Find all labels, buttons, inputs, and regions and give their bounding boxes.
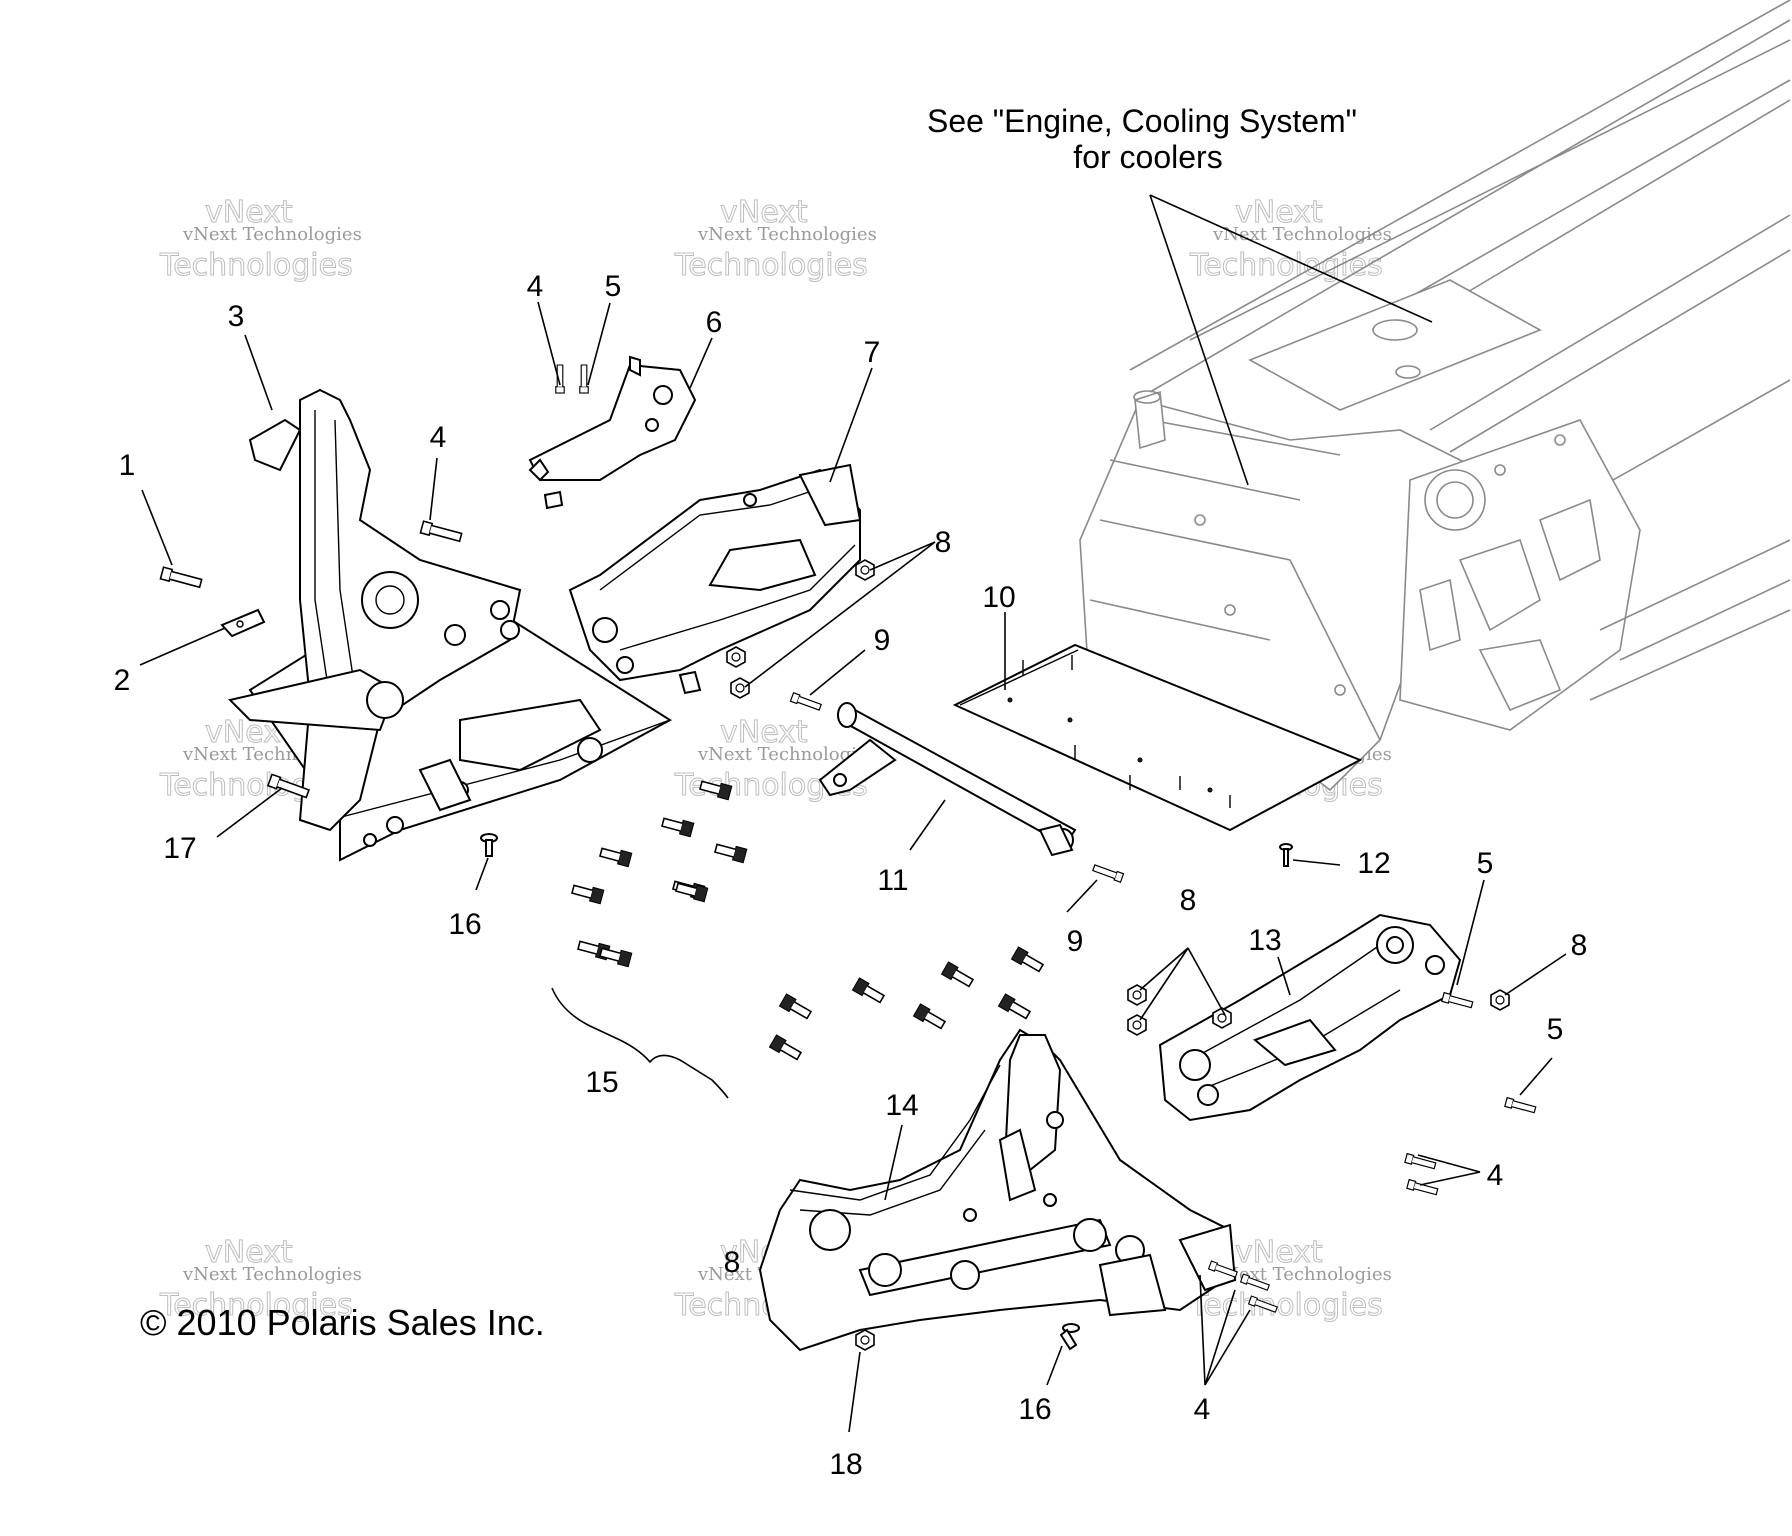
support-bracket-icon [568,463,862,682]
bolt-5b-icon [1441,992,1474,1010]
callout-14: 14 [885,1089,918,1122]
callout-15: 15 [585,1066,618,1099]
callout-5-top: 5 [605,270,622,303]
bolt-4a-icon [419,520,463,544]
svg-text:Technologies: Technologies [159,248,353,283]
callout-2: 2 [114,664,131,697]
callout-11: 11 [877,864,908,897]
callout-16-bottom: 16 [1018,1393,1051,1426]
svg-text:See "Engine, Cooling System": See "Engine, Cooling System" [927,103,1357,139]
callout-9-bottom: 9 [1067,925,1084,958]
svg-text:vNext: vNext [1235,1235,1323,1270]
svg-text:vNext Technologies: vNext Technologies [182,1264,362,1285]
rivet-16a-icon [480,833,498,857]
svg-text:Technologies: Technologies [1189,1288,1383,1323]
callout-3: 3 [228,300,245,333]
svg-text:vNext Technologies: vNext Technologies [697,224,877,245]
bolt-set-icon [570,777,1046,1063]
callout-9-top: 9 [874,624,891,657]
bolt-5a-icon [579,364,589,394]
watermark-1: vNext vNext Technologies Technologies [159,195,362,284]
callout-16-left: 16 [448,908,481,941]
callout-8-mid: 8 [1180,884,1197,917]
rivet-12-icon [1279,843,1293,867]
callout-4-left: 4 [430,421,447,454]
cooling-system-note: See "Engine, Cooling System" for coolers [927,103,1357,175]
callout-7: 7 [864,336,881,369]
nut-18-icon [855,1329,875,1351]
clip-icon [678,670,702,695]
svg-text:Technologies: Technologies [674,248,868,283]
svg-text:vNext: vNext [720,715,808,750]
callout-4-right: 4 [1487,1159,1504,1192]
callout-5-right-bottom: 5 [1547,1013,1564,1046]
mounting-plate-icon [528,355,697,510]
svg-text:vNext: vNext [205,195,293,230]
callout-13: 13 [1248,924,1281,957]
callout-8-right: 8 [1571,929,1588,962]
svg-text:Technologies: Technologies [159,1288,353,1323]
svg-text:vNext Technologies: vNext Technologies [697,744,877,765]
bolt-1-icon [159,566,203,590]
bracket-icon [220,608,266,638]
svg-text:vNext: vNext [720,195,808,230]
callout-8-bottom: 8 [724,1246,741,1279]
bolt-9a-icon [789,692,823,713]
leader-lines [139,194,1567,1433]
callout-10: 10 [982,581,1015,614]
svg-text:vNext: vNext [205,1235,293,1270]
callout-1: 1 [119,449,136,482]
callout-6: 6 [706,306,723,339]
left-chassis-frame-icon [228,388,672,862]
bolt-9b-icon [1091,862,1125,883]
svg-text:vNext Technologies: vNext Technologies [1212,224,1392,245]
nut-8e-icon [1127,1014,1147,1036]
bolt-5c-icon [1504,1097,1537,1115]
watermark-9: vNext vNext Technologies Technologies [1189,1235,1392,1324]
watermark-3: vNext vNext Technologies Technologies [1189,195,1392,284]
nut-8c-icon [730,677,750,699]
callout-12: 12 [1357,847,1390,880]
callout-18: 18 [829,1448,862,1481]
bolt-4b-icon [555,364,565,394]
nut-8b-icon [726,646,746,668]
svg-text:vNext: vNext [1235,195,1323,230]
watermark-2: vNext vNext Technologies Technologies [674,195,877,284]
svg-text:for coolers: for coolers [1073,139,1222,175]
copyright-text: © 2010 Polaris Sales Inc. [140,1302,545,1343]
svg-text:Technologies: Technologies [1189,248,1383,283]
nut-8g-icon [1490,989,1510,1011]
cross-tube-icon [818,702,1077,857]
callout-4-top: 4 [527,270,544,303]
callout-5-right-top: 5 [1477,847,1494,880]
cover-plate-icon [952,643,1363,832]
right-bracket-icon [1158,913,1462,1122]
callout-8-top: 8 [935,526,952,559]
callout-17: 17 [163,832,196,865]
callout-labels: 1 2 3 4 4 5 6 7 8 9 10 11 12 9 8 13 5 8 … [114,270,1588,1481]
svg-text:vNext Technologies: vNext Technologies [1212,1264,1392,1285]
front-chassis-frame-icon [758,1028,1237,1352]
rivet-16b-icon [1059,1323,1080,1351]
callout-4-bottom: 4 [1194,1393,1211,1426]
svg-text:vNext Technologies: vNext Technologies [182,224,362,245]
watermark-7: vNext vNext Technologies Technologies [159,1235,362,1324]
